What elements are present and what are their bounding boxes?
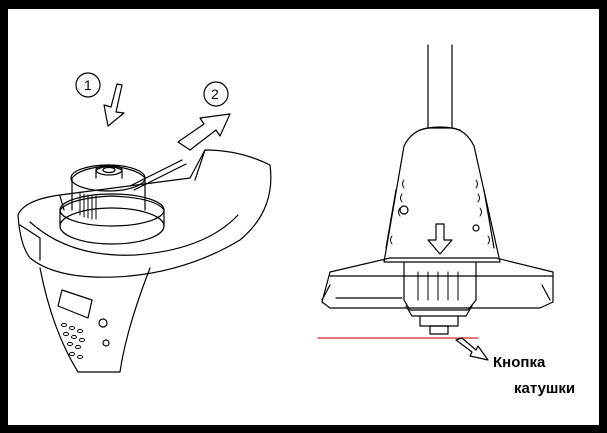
trimmer-head	[403, 261, 477, 311]
vent-window	[57, 289, 93, 319]
right-trimmer-side-view	[317, 44, 554, 361]
arrow-2	[177, 113, 231, 151]
callout-arrow	[455, 337, 489, 361]
step-2-marker	[203, 81, 229, 107]
guard-plate	[321, 257, 554, 309]
left-trimmer-head-view: 1 2	[17, 72, 272, 373]
vent-slots	[61, 322, 85, 360]
step-1-marker	[75, 72, 101, 98]
step-1-label: 1	[84, 77, 92, 93]
guard	[17, 149, 272, 278]
callout-line-1: Кнопка	[493, 354, 546, 371]
step-2-label: 2	[211, 86, 219, 102]
spool-button-right	[429, 325, 449, 335]
motor-housing	[39, 267, 151, 373]
arrow-1	[103, 83, 125, 127]
callout-line-2: катушки	[514, 380, 576, 397]
insert-arrow	[427, 223, 453, 255]
